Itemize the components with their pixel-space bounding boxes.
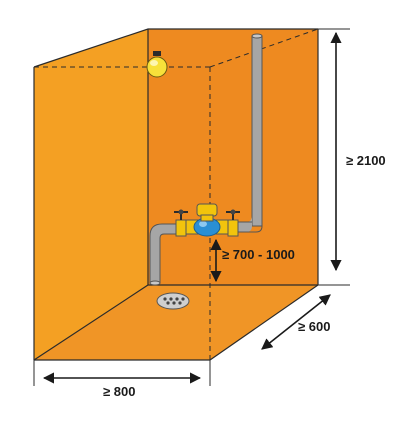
ceiling-lamp-icon xyxy=(146,51,168,78)
width-min-label: ≥ 800 xyxy=(103,384,135,399)
depth-arrow xyxy=(261,294,331,350)
floor-drain-icon xyxy=(156,292,190,310)
left-wall xyxy=(34,29,148,360)
floor xyxy=(34,285,318,360)
water-meter-icon xyxy=(185,203,229,237)
depth-min-label: ≥ 600 xyxy=(298,319,330,334)
extension-lines xyxy=(33,28,350,386)
dimension-arrows xyxy=(42,31,342,384)
height-min-label: ≥ 2100 xyxy=(346,153,386,168)
riser-pipe xyxy=(238,33,263,233)
meter-height-range-label: ≥ 700 - 1000 xyxy=(222,247,295,262)
